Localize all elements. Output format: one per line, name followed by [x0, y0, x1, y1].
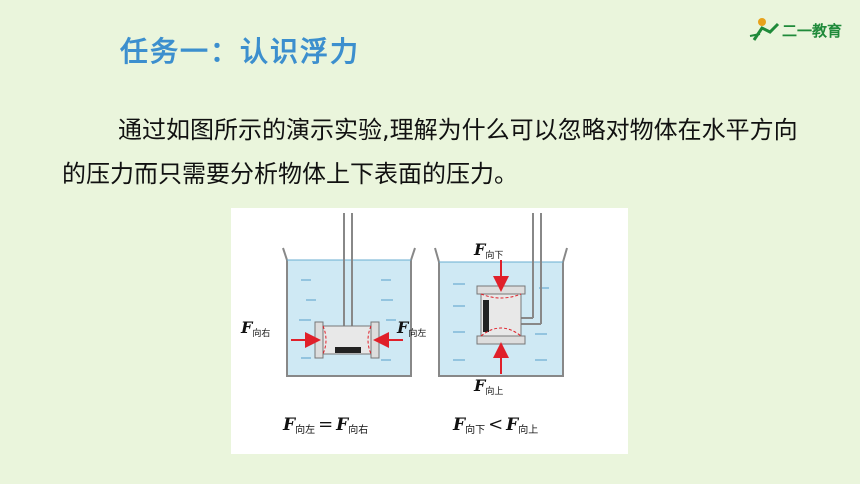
page-title: 任务一：认识浮力 [120, 35, 361, 68]
right-beaker [434, 213, 568, 377]
label-force-down: F向下 [474, 240, 504, 261]
site-logo [749, 18, 780, 41]
left-beaker [282, 213, 416, 377]
label-force-right: F向右 [241, 318, 271, 339]
experiment-figure: F向右 F向左 F向下 F向上 F向左=F向右 F向下<F向上 [231, 208, 628, 454]
logo-text: 二一教育 [782, 22, 843, 40]
equation-left: F向左=F向右 [283, 414, 369, 436]
label-force-left: F向左 [397, 318, 427, 339]
equation-right: F向下<F向上 [453, 414, 539, 436]
label-force-up: F向上 [474, 376, 504, 397]
experiment-diagram [282, 213, 568, 377]
question-text: 通过如图所示的演示实验,理解为什么可以忽略对物体在水平方向的压力而只需要分析物体… [62, 116, 798, 188]
